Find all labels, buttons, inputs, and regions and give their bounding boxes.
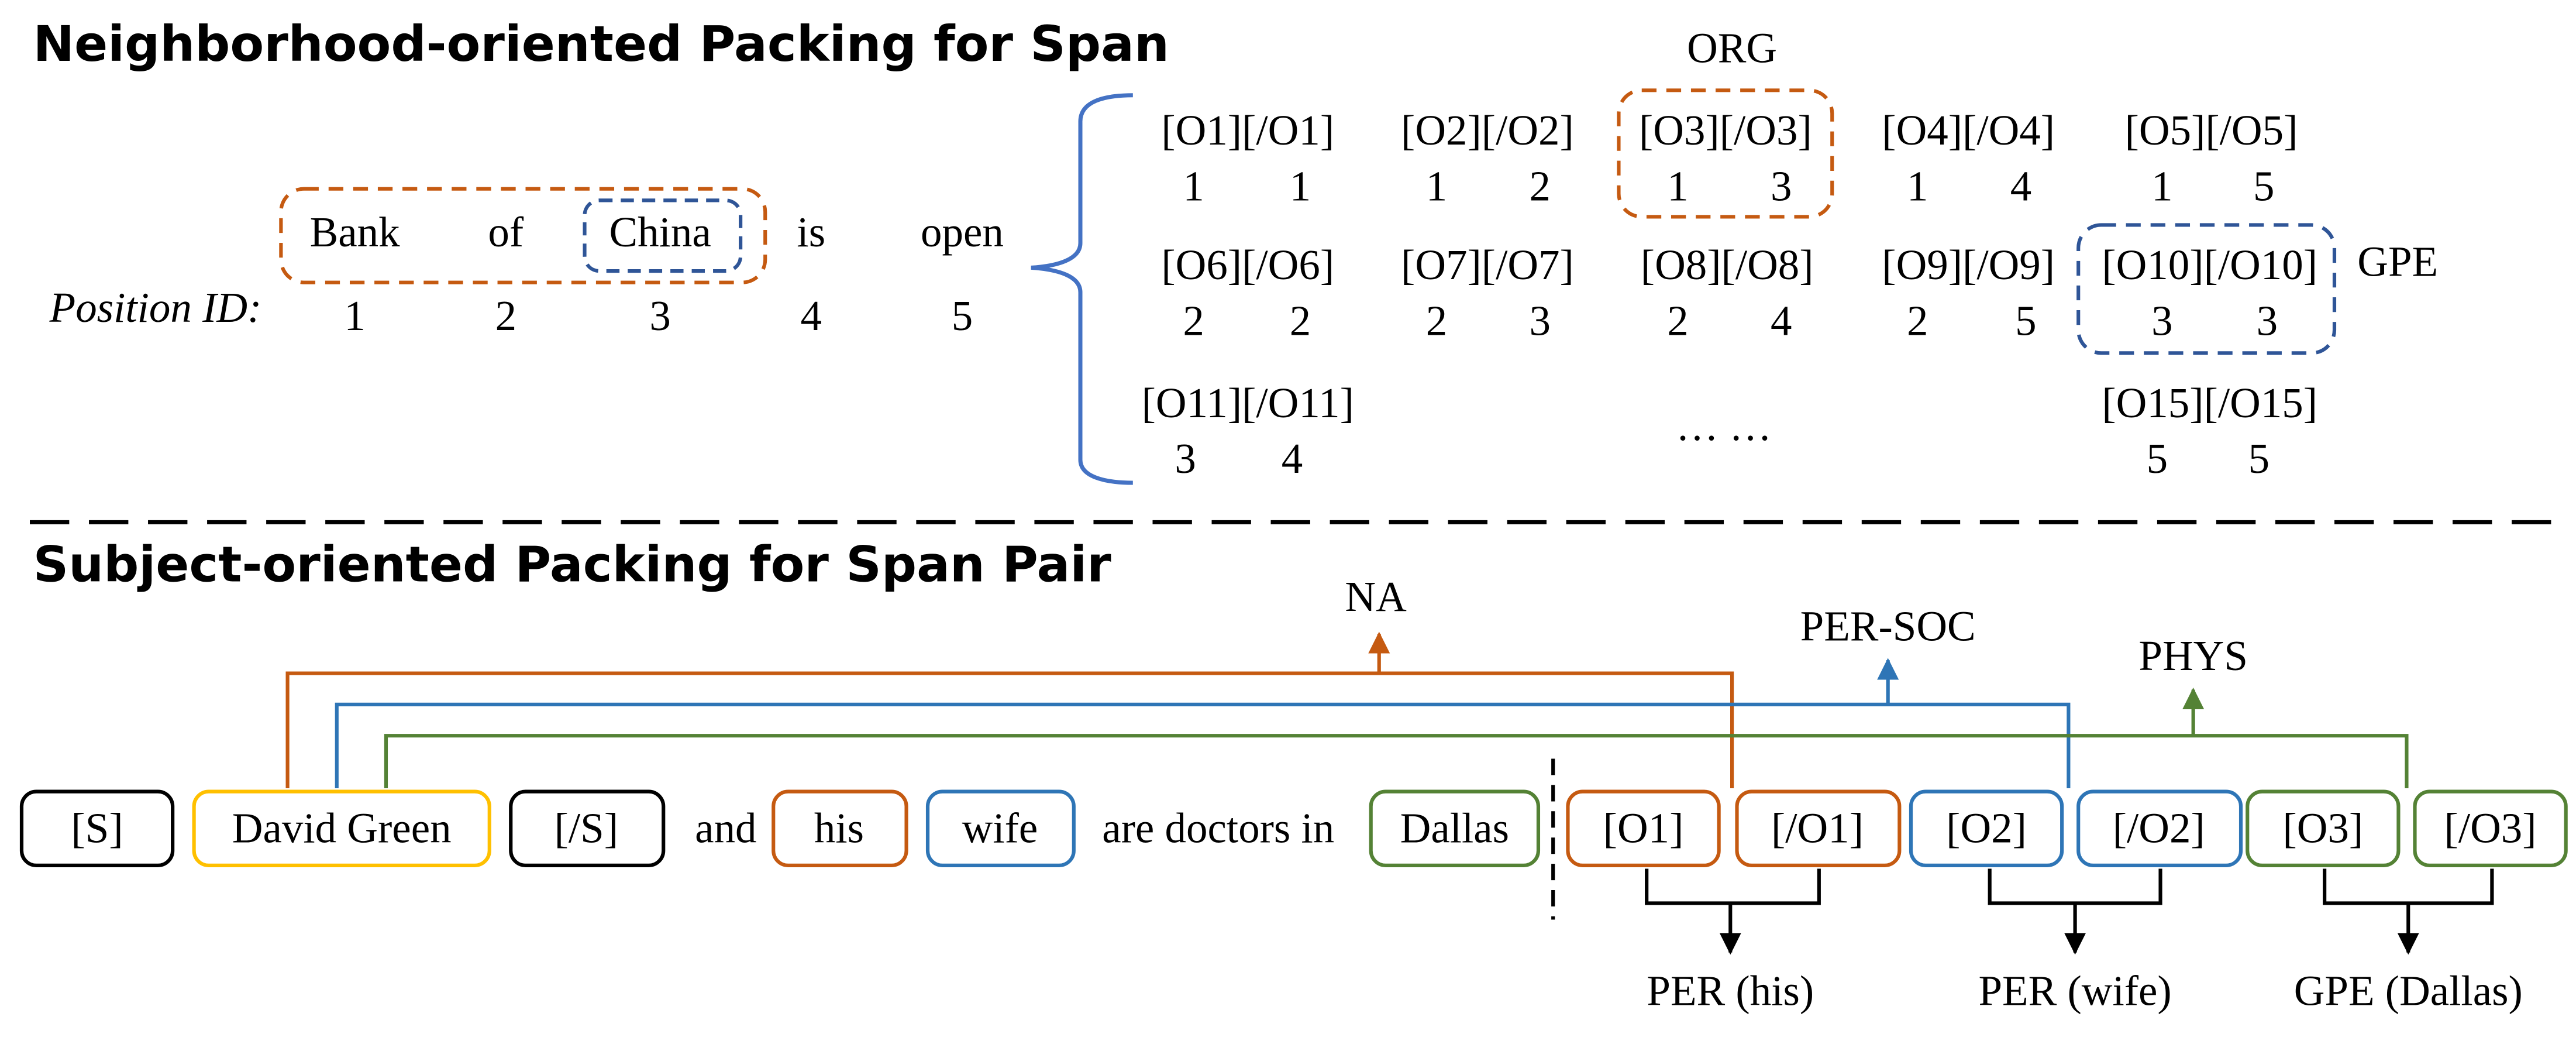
per-soc-relation-line [335, 702, 2071, 788]
marker-o11-end-id: 4 [1282, 435, 1303, 482]
o2-end-marker-box [2076, 789, 2243, 867]
na-relation-line [285, 671, 1734, 788]
per-soc-label: PER-SOC [1800, 602, 1976, 650]
marker-o8-start-id: 2 [1667, 297, 1688, 344]
gpe-marker-box [2076, 223, 2337, 355]
object-wife-box [925, 789, 1076, 867]
o3-start-marker: [O3] [2282, 805, 2363, 852]
o2-bracket [1988, 868, 2162, 905]
marker-grid: [O1][/O1] 1 1 [O2][/O2] 1 2 [O3][/O3] 1 … [1142, 107, 2317, 482]
na-label: NA [1345, 573, 1407, 620]
section2-title: Subject-oriented Packing for Span Pair [33, 535, 1112, 593]
subject-end-marker-box [509, 789, 666, 867]
position-ids: 1 2 3 4 5 [344, 292, 973, 339]
marker-o5: [O5][/O5] [2125, 107, 2298, 154]
marker-o3-start-id: 1 [1667, 162, 1688, 209]
marker-o9-start-id: 2 [1907, 297, 1928, 344]
subject-end-marker: [/S] [555, 805, 618, 852]
marker-o5-end-id: 5 [2253, 162, 2274, 209]
marker-o3-end-id: 3 [1771, 162, 1792, 209]
phys-label: PHYS [2138, 632, 2248, 679]
object-his-box [772, 789, 908, 867]
ellipsis: … … [1676, 402, 1772, 449]
token-wife: wife [962, 805, 1038, 852]
position-id-1: 1 [344, 292, 365, 339]
word-of: of [488, 208, 524, 256]
marker-o6-end-id: 2 [1290, 297, 1311, 344]
marker-o1: [O1][/O1] [1161, 107, 1334, 154]
marker-o9-end-id: 5 [2015, 297, 2036, 344]
marker-o15: [O15][/O15] [2102, 379, 2317, 427]
position-id-label: Position ID: [49, 284, 262, 331]
marker-o3: [O3][/O3] [1639, 107, 1812, 154]
phys-relation-line [384, 734, 2409, 788]
o3-start-marker-box [2246, 789, 2401, 867]
o3-bracket [2323, 868, 2494, 905]
word-bank: Bank [310, 208, 401, 256]
subject-start-marker: [S] [71, 805, 123, 852]
token-his: his [814, 805, 864, 852]
marker-o1-end-id: 1 [1290, 162, 1311, 209]
marker-o4-start-id: 1 [1907, 162, 1928, 209]
word-open: open [921, 208, 1004, 256]
section1-title: Neighborhood-oriented Packing for Span [33, 15, 1169, 73]
o3-end-marker-box [2413, 789, 2568, 867]
type-per-his: PER (his) [1647, 967, 1814, 1014]
org-span-box [279, 187, 767, 284]
word-china: China [609, 208, 711, 256]
org-label: ORG [1687, 25, 1777, 72]
position-id-5: 5 [952, 292, 973, 339]
o1-start-marker-box [1566, 789, 1721, 867]
token-and: and [695, 805, 756, 852]
type-gpe-dallas: GPE (Dallas) [2294, 967, 2523, 1014]
marker-o1-start-id: 1 [1183, 162, 1204, 209]
marker-o8-end-id: 4 [1771, 297, 1792, 344]
token-are-doctors-in: are doctors in [1102, 805, 1334, 852]
gpe-label: GPE [2357, 238, 2438, 285]
marker-o5-start-id: 1 [2151, 162, 2172, 209]
marker-o4-end-id: 4 [2010, 162, 2031, 209]
marker-o4: [O4][/O4] [1882, 107, 2055, 154]
o1-start-marker: [O1] [1603, 805, 1684, 852]
marker-o7-end-id: 3 [1530, 297, 1551, 344]
marker-o2-start-id: 1 [1426, 162, 1447, 209]
o1-end-marker-box [1735, 789, 1902, 867]
marker-o6: [O6][/O6] [1161, 241, 1334, 288]
marker-o9: [O9][/O9] [1882, 241, 2055, 288]
subject-david-green: David Green [232, 805, 452, 852]
position-id-3: 3 [649, 292, 670, 339]
o3-end-marker: [/O3] [2444, 805, 2537, 852]
org-marker-box [1617, 88, 1834, 219]
subject-box [192, 789, 491, 867]
o2-end-marker: [/O2] [2113, 805, 2205, 852]
word-is: is [797, 208, 825, 256]
marker-o10: [O10][/O10] [2102, 241, 2317, 288]
marker-o15-end-id: 5 [2248, 435, 2270, 482]
token-dallas: Dallas [1400, 805, 1509, 852]
o2-start-marker-box [1909, 789, 2064, 867]
marker-o7-start-id: 2 [1426, 297, 1447, 344]
position-id-2: 2 [495, 292, 516, 339]
subject-start-marker-box [19, 789, 175, 867]
marker-o10-end-id: 3 [2257, 297, 2278, 344]
marker-o15-start-id: 5 [2147, 435, 2168, 482]
marker-o7: [O7][/O7] [1401, 241, 1574, 288]
o1-end-marker: [/O1] [1771, 805, 1864, 852]
marker-o8: [O8][/O8] [1641, 241, 1814, 288]
sentence: Bank of China is open [310, 208, 1004, 256]
marker-o10-start-id: 3 [2151, 297, 2172, 344]
curly-brace [1031, 93, 1133, 485]
marker-o11-start-id: 3 [1175, 435, 1196, 482]
o2-start-marker: [O2] [1946, 805, 2027, 852]
marker-o6-start-id: 2 [1183, 297, 1204, 344]
marker-o2: [O2][/O2] [1401, 107, 1574, 154]
object-dallas-box [1369, 789, 1541, 867]
position-id-4: 4 [801, 292, 822, 339]
type-per-wife: PER (wife) [1978, 967, 2171, 1014]
marker-o2-end-id: 2 [1530, 162, 1551, 209]
marker-o11: [O11][/O11] [1142, 379, 1354, 427]
o1-bracket [1645, 868, 1821, 905]
